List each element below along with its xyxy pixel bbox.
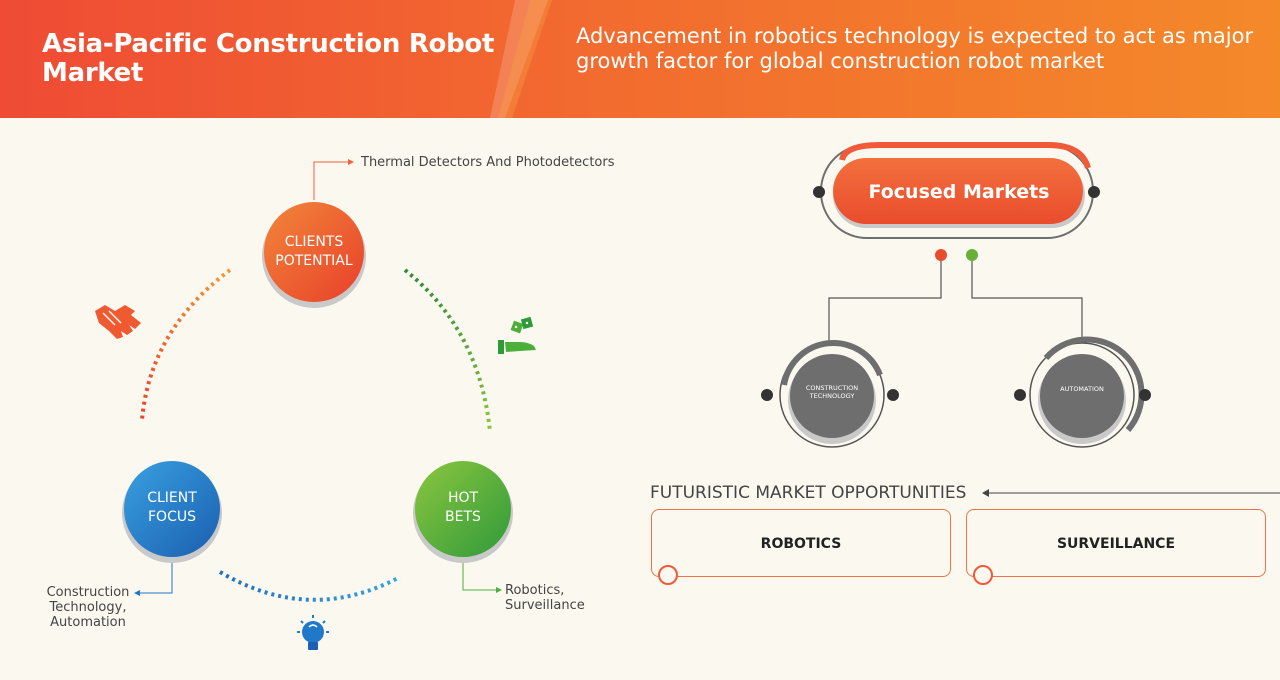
opportunity-robotics-label: ROBOTICS [760,536,842,552]
dice-hand-icon [498,316,536,354]
construction-technology-node [790,354,874,438]
header-divider [490,0,552,118]
opportunity-robotics: ROBOTICS [651,509,951,585]
client-focus-circle [124,461,220,557]
page-subtitle: Advancement in robotics technology is ex… [576,24,1254,73]
automation-label: AUTOMATION [1060,385,1104,393]
automation-node [1040,354,1124,438]
focused-markets-label: Focused Markets [868,181,1050,203]
opportunity-surveillance: SURVEILLANCE [966,509,1266,585]
clients-potential-label: CLIENTS POTENTIAL [275,234,353,269]
clients-potential-note: Thermal Detectors And Photodetectors [361,155,615,170]
arc-orange [140,268,232,421]
construction-technology-label: CONSTRUCTION TECHNOLOGY [805,384,859,400]
bullet-circle-icon [973,565,993,585]
handshake-icon [95,305,141,339]
header-banner: Asia-Pacific Construction Robot Market A… [0,0,1280,118]
bullet-circle-icon [658,565,678,585]
opportunities-title: FUTURISTIC MARKET OPPORTUNITIES [650,483,967,503]
connector-clients-potential [313,161,348,200]
client-focus-label: CLIENT FOCUS [147,490,197,525]
hot-bets-label: HOT BETS [445,490,481,525]
arc-blue [218,570,401,602]
hot-bets-note: Robotics, Surveillance [505,583,585,613]
client-focus-note: Construction Technology, Automation [46,585,130,630]
focused-markets-pill [833,158,1083,224]
opportunity-surveillance-label: SURVEILLANCE [1056,536,1176,552]
lightbulb-icon [297,615,329,650]
hot-bets-circle [415,461,511,557]
arc-green [403,268,492,433]
page-title: Asia-Pacific Construction Robot Market [42,29,495,88]
clients-potential-circle [264,202,364,302]
